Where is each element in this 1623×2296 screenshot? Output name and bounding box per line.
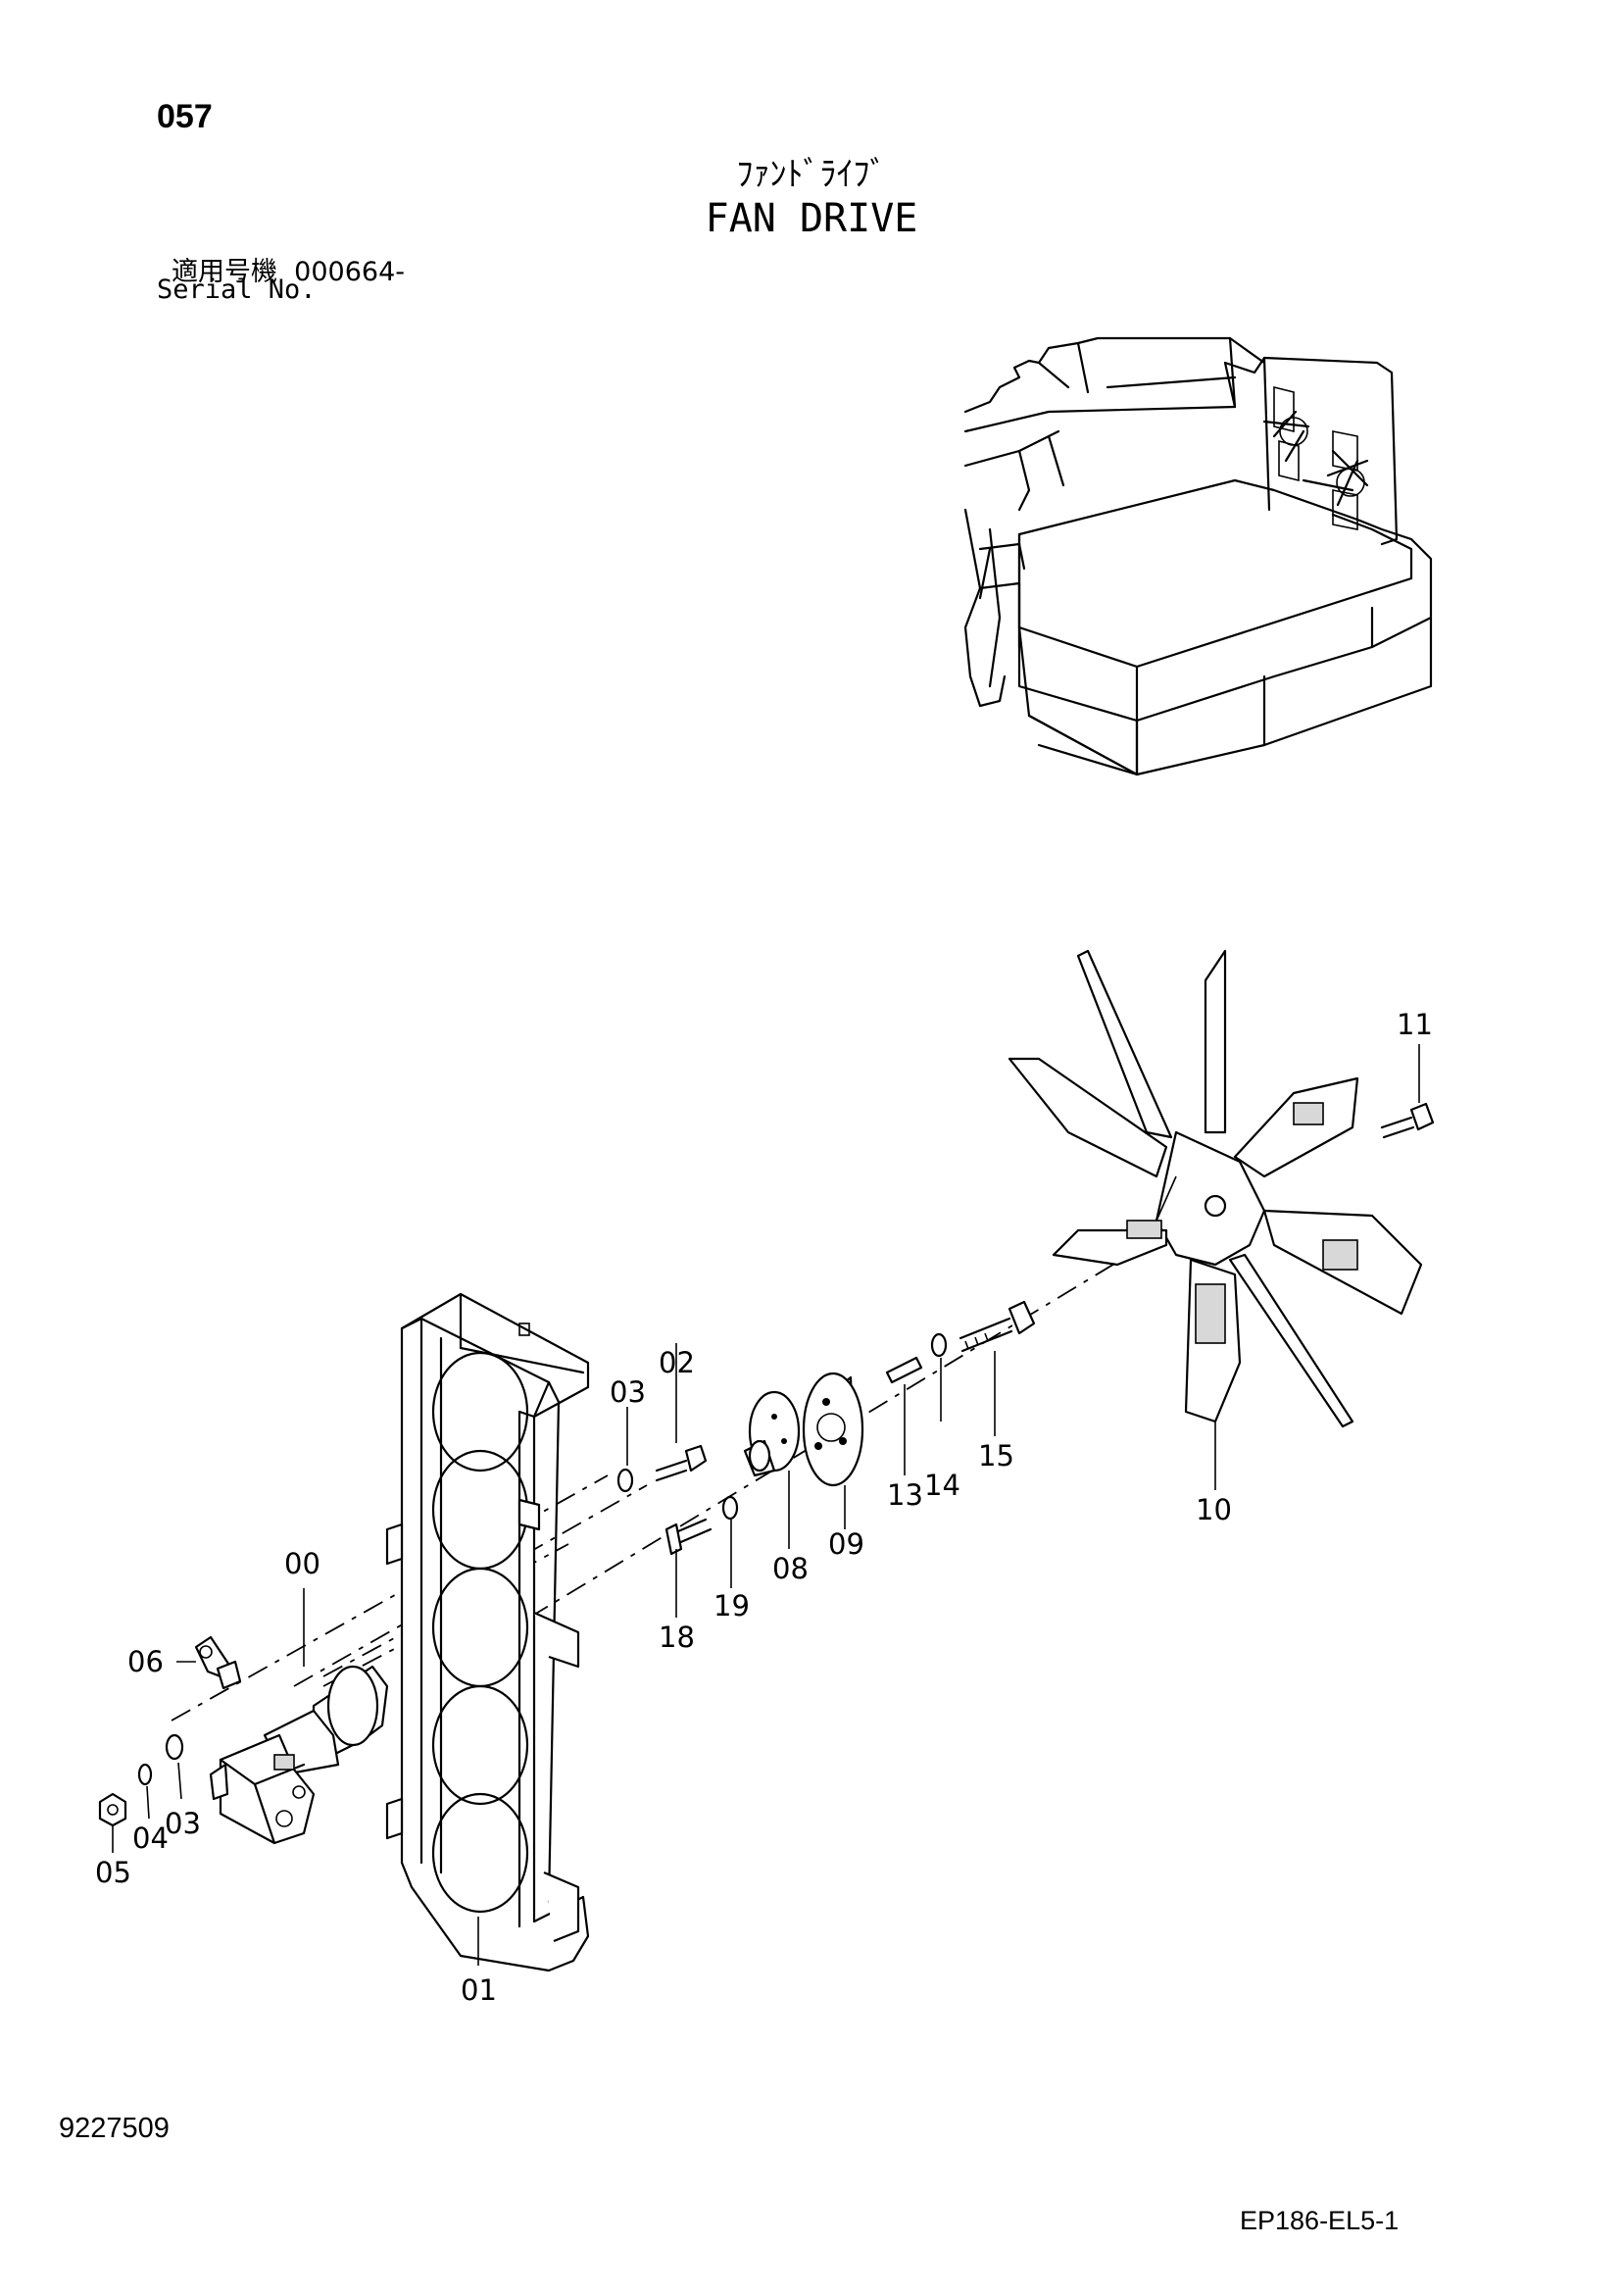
- callout-09: 09: [828, 1527, 864, 1561]
- location-inset: [963, 336, 1433, 776]
- callout-06: 06: [127, 1645, 164, 1678]
- serial-line: 適用号機 000664-: [172, 250, 405, 288]
- cooling-fan: [1008, 949, 1423, 1428]
- callout-10: 10: [1196, 1493, 1232, 1526]
- callout-13: 13: [887, 1478, 923, 1512]
- callout-15: 15: [978, 1439, 1014, 1472]
- serial-label-jp: 適用号機: [172, 257, 277, 287]
- callout-05: 05: [95, 1856, 131, 1889]
- machine-frame-outline: [963, 336, 1266, 708]
- callout-04: 04: [132, 1822, 169, 1855]
- fan-guard-screw: [1380, 1102, 1435, 1139]
- page-title: FAN DRIVE: [705, 196, 918, 241]
- serial-label-en: Serial No.: [157, 275, 317, 305]
- nut-washer-set: [98, 1733, 184, 1827]
- mount-bolts: [616, 1444, 739, 1556]
- title-japanese: ﾌｧﾝﾄﾞﾗｲﾌﾞ: [736, 155, 887, 194]
- engine-cover-sketch: [1017, 478, 1433, 776]
- callout-03-lower: 03: [165, 1807, 201, 1840]
- callout-11: 11: [1397, 1008, 1433, 1041]
- radiator-unit-sketch: [1223, 356, 1399, 546]
- callout-leaders: [112, 1044, 1420, 1966]
- fan-motor-assembly: [209, 1665, 389, 1845]
- serial-value: 000664-: [294, 257, 405, 287]
- fan-hub: [743, 1390, 801, 1477]
- page-number: 057: [157, 98, 213, 135]
- document-number: 9227509: [59, 2113, 170, 2144]
- fan-shroud-frame: [385, 1292, 590, 1972]
- callout-19: 19: [713, 1589, 750, 1622]
- elbow-fitting: [194, 1635, 242, 1690]
- callout-02: 02: [659, 1346, 695, 1379]
- reference-code: EP186-EL5-1: [1240, 2206, 1400, 2235]
- callout-03-upper: 03: [610, 1375, 646, 1409]
- callout-00: 00: [284, 1547, 320, 1580]
- callout-01: 01: [461, 1973, 497, 2007]
- callout-14: 14: [924, 1469, 960, 1502]
- fan-spacer: [802, 1372, 864, 1487]
- callout-labels: 00 01 02 03 03 04 05 06 08 09 10 11 13 1…: [95, 1008, 1433, 2007]
- callout-08: 08: [772, 1552, 809, 1585]
- callout-18: 18: [659, 1621, 695, 1654]
- fan-bolt-set: [885, 1300, 1036, 1384]
